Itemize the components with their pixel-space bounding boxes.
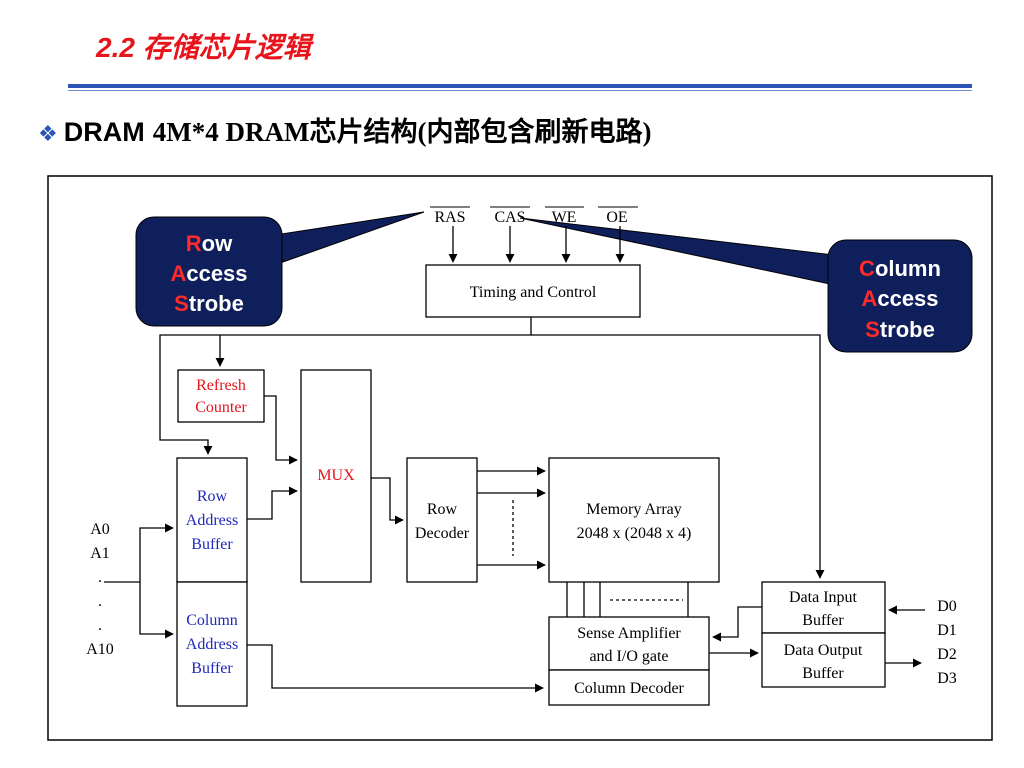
column-buffer-to-decoder-line bbox=[247, 644, 544, 693]
data-output-buffer-label-2: Buffer bbox=[802, 665, 844, 682]
signal-ras: RAS bbox=[434, 209, 465, 226]
row-decoder-block bbox=[406, 457, 478, 583]
data-input-buffer-block bbox=[761, 581, 886, 634]
signal-we: WE bbox=[552, 209, 577, 226]
row-address-buffer-block bbox=[176, 457, 248, 583]
refresh-counter-block bbox=[177, 369, 265, 423]
sense-amplifier-label-1: Sense Amplifier bbox=[577, 625, 681, 642]
row-callout-line-3: Strobe bbox=[174, 291, 244, 316]
data-pin-d1: D1 bbox=[937, 622, 957, 639]
memory-array-label-1: Memory Array bbox=[586, 501, 682, 518]
refresh-counter-label-1: Refresh bbox=[196, 377, 246, 394]
data-input-to-sense-line bbox=[712, 606, 762, 642]
diamond-bullet-icon: ❖ bbox=[38, 122, 58, 147]
address-to-column-buffer-line bbox=[139, 582, 174, 639]
data-pin-d3: D3 bbox=[937, 670, 957, 687]
row-access-strobe-callout bbox=[135, 216, 283, 327]
address-pin-dot-1: . bbox=[98, 569, 102, 586]
row-callout-line-1: Row bbox=[186, 231, 233, 256]
row-address-buffer-label-1: Row bbox=[197, 488, 228, 505]
refresh-counter-label-2: Counter bbox=[195, 399, 247, 416]
data-pin-d0: D0 bbox=[937, 598, 957, 615]
row-address-buffer-label-3: Buffer bbox=[191, 536, 233, 553]
column-address-buffer-label-3: Buffer bbox=[191, 660, 233, 677]
data-pin-d2: D2 bbox=[937, 646, 957, 663]
control-bus-line bbox=[159, 317, 532, 455]
address-pin-a10: A10 bbox=[86, 641, 114, 658]
diagram-frame bbox=[47, 175, 993, 741]
address-pin-a1: A1 bbox=[90, 545, 110, 562]
title-underline-thin bbox=[68, 90, 972, 91]
column-address-buffer-label-1: Column bbox=[186, 612, 238, 629]
timing-control-block bbox=[425, 264, 641, 318]
address-to-row-buffer-line bbox=[139, 523, 174, 582]
data-output-buffer-label-1: Data Output bbox=[784, 642, 863, 659]
refresh-to-mux-line bbox=[264, 395, 298, 465]
data-input-buffer-label-1: Data Input bbox=[789, 589, 858, 606]
row-decoder-label-2: Decoder bbox=[415, 525, 470, 542]
sense-amplifier-block bbox=[548, 616, 710, 671]
heading-description: 4M*4 DRAM芯片结构(内部包含刷新电路) bbox=[152, 117, 652, 147]
control-to-data-input-line bbox=[531, 334, 825, 579]
column-access-strobe-callout bbox=[827, 239, 973, 353]
address-pin-dot-2: . bbox=[98, 593, 102, 610]
memory-array-block bbox=[548, 457, 720, 583]
column-address-buffer-label-2: Address bbox=[186, 636, 238, 653]
row-buffer-to-mux-line bbox=[247, 486, 298, 520]
title-underline bbox=[68, 84, 972, 88]
heading-dram: DRAM bbox=[63, 117, 145, 147]
timing-control-label: Timing and Control bbox=[470, 284, 597, 301]
row-address-buffer-label-2: Address bbox=[186, 512, 238, 529]
signal-oe: OE bbox=[606, 209, 627, 226]
column-decoder-block bbox=[548, 669, 710, 706]
column-decoder-label: Column Decoder bbox=[574, 680, 684, 697]
mux-block bbox=[300, 369, 372, 583]
column-callout-line-3: Strobe bbox=[865, 317, 935, 342]
address-pin-dot-3: . bbox=[98, 617, 102, 634]
row-decoder-label-1: Row bbox=[427, 501, 458, 518]
sense-amplifier-label-2: and I/O gate bbox=[589, 648, 668, 665]
row-callout-line-2: Access bbox=[170, 261, 247, 286]
slide-title: 2.2 存储芯片逻辑 bbox=[96, 32, 311, 63]
data-output-buffer-block bbox=[761, 632, 886, 688]
memory-array-label-2: 2048 x (2048 x 4) bbox=[577, 525, 692, 542]
column-callout-line-2: Access bbox=[861, 286, 938, 311]
row-callout-pointer bbox=[274, 211, 425, 263]
mux-label: MUX bbox=[317, 467, 355, 484]
mux-to-row-decoder-line bbox=[371, 477, 404, 525]
column-callout-line-1: Column bbox=[859, 256, 941, 281]
column-address-buffer-block bbox=[176, 581, 248, 707]
signal-cas: CAS bbox=[494, 209, 525, 226]
data-input-buffer-label-2: Buffer bbox=[802, 612, 844, 629]
address-pin-a0: A0 bbox=[90, 521, 110, 538]
